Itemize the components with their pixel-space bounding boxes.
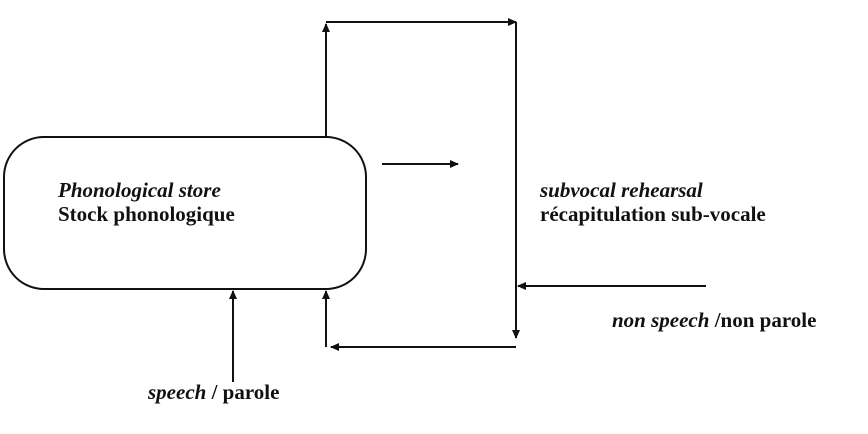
subvocal-rehearsal-french: récapitulation sub-vocale	[540, 202, 766, 227]
phonological-store-label: Phonological store Stock phonologique	[58, 178, 235, 226]
non-speech-label: non speech /non parole	[612, 308, 816, 332]
subvocal-rehearsal-english: subvocal rehearsal	[540, 178, 703, 202]
phonological-store-french: Stock phonologique	[58, 202, 235, 227]
non-speech-french: non parole	[720, 308, 817, 332]
speech-french: parole	[222, 380, 280, 404]
speech-separator: /	[206, 380, 223, 404]
non-speech-english: non speech	[612, 308, 710, 332]
speech-label: speech / parole	[148, 380, 279, 404]
phonological-store-english: Phonological store	[58, 178, 221, 202]
non-speech-separator: /	[709, 308, 721, 332]
phonological-store-box	[3, 136, 367, 290]
speech-english: speech	[148, 380, 207, 404]
subvocal-rehearsal-label: subvocal rehearsal récapitulation sub-vo…	[540, 178, 766, 226]
